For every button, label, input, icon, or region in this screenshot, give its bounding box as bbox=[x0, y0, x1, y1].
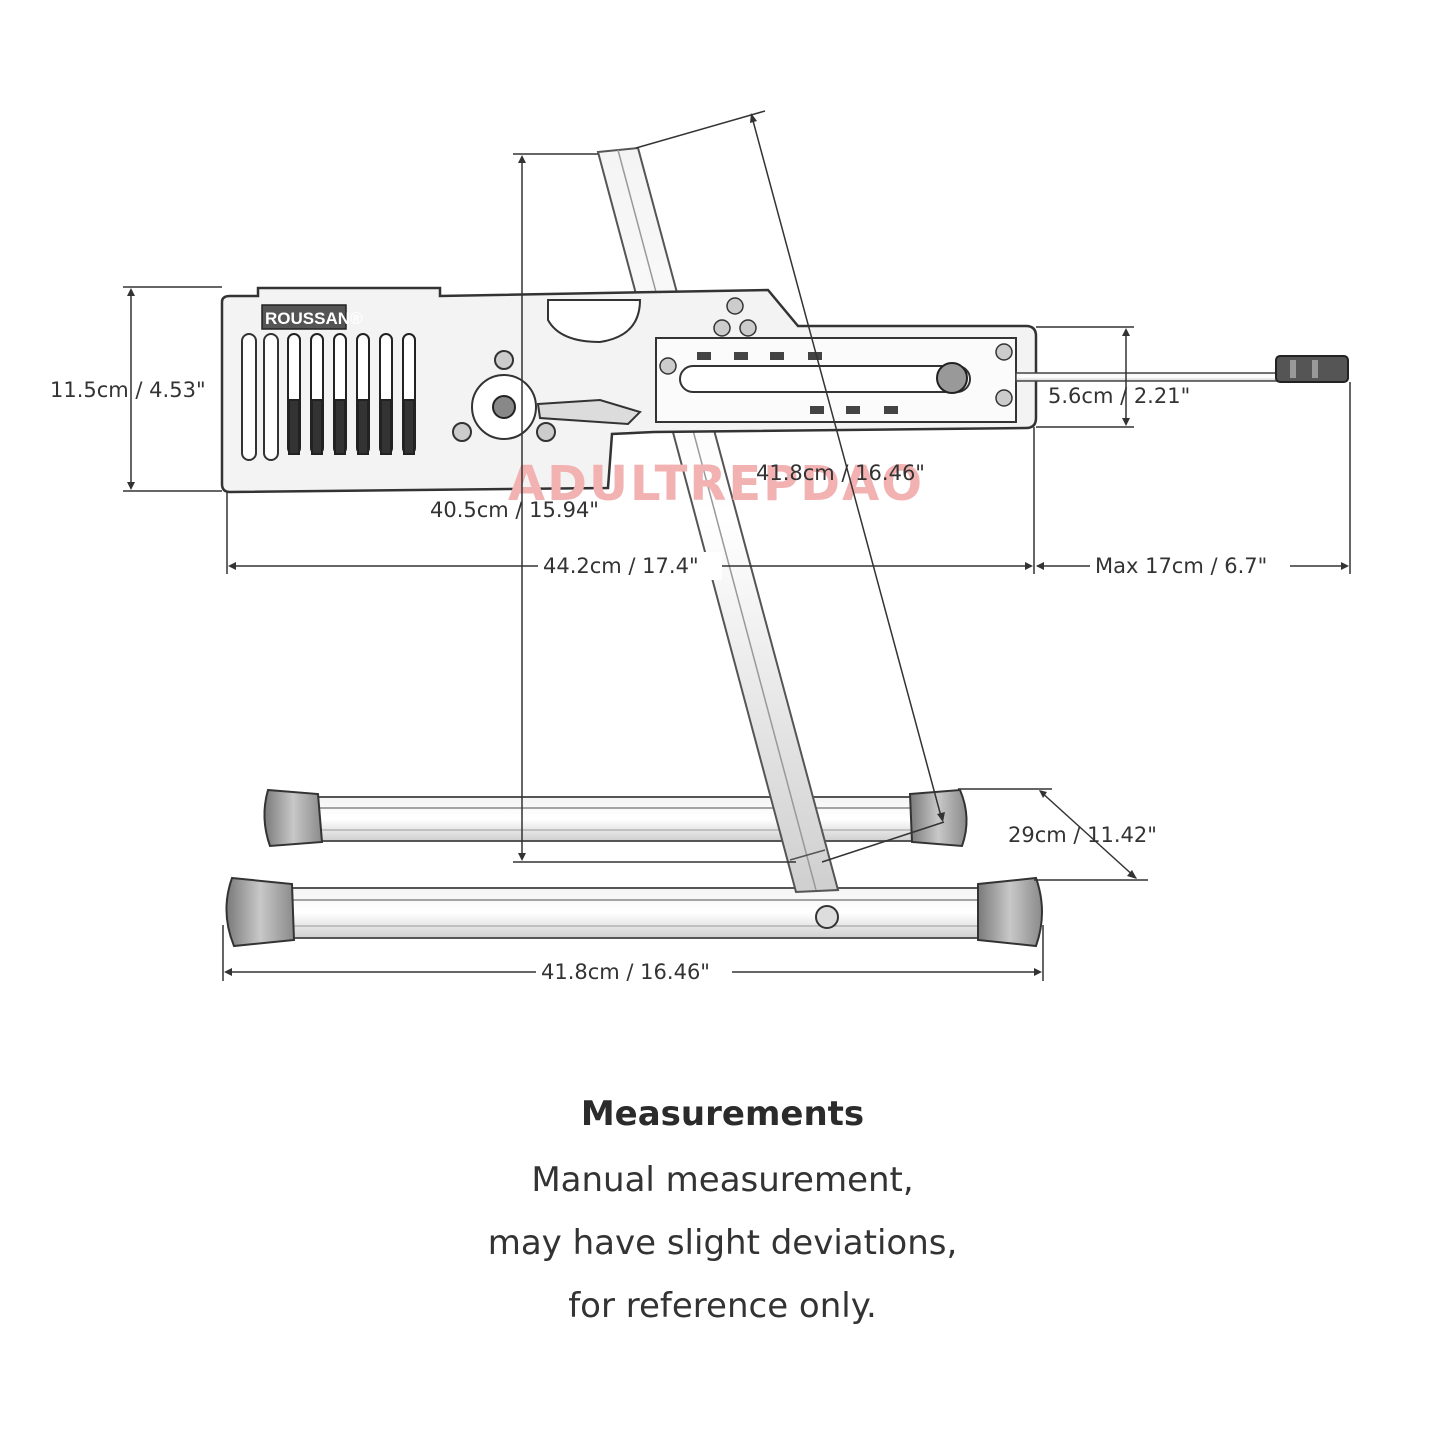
dim-label-body-length: 44.2cm / 17.4" bbox=[543, 554, 699, 578]
caption-title: Measurements bbox=[580, 1094, 865, 1134]
base-front-bar bbox=[225, 876, 1043, 948]
base-back-bar bbox=[263, 788, 968, 848]
dim-label-vertical: 40.5cm / 15.94" bbox=[430, 498, 599, 522]
dim-label-stroke: Max 17cm / 6.7" bbox=[1095, 554, 1267, 578]
dim-label-diagonal: 41.8cm / 16.46" bbox=[756, 461, 925, 485]
speed-rods bbox=[287, 333, 416, 455]
dim-label-base-width: 41.8cm / 16.46" bbox=[541, 960, 710, 984]
caption-line-3: for reference only. bbox=[568, 1286, 877, 1326]
foot-cap-front-left bbox=[225, 876, 296, 948]
foot-cap-front-right bbox=[977, 876, 1043, 948]
machine-body: ROUSSAN® bbox=[220, 286, 1038, 494]
dim-label-base-depth: 29cm / 11.42" bbox=[1008, 823, 1157, 847]
brand-logo: ROUSSAN® bbox=[265, 309, 363, 328]
foot-cap-back-left bbox=[263, 788, 324, 848]
caption-line-2: may have slight deviations, bbox=[487, 1223, 958, 1263]
dimension-arrowheads bbox=[127, 113, 1349, 976]
base-bolt-icon bbox=[815, 905, 839, 929]
foot-cap-back-right bbox=[908, 788, 968, 848]
support-pole bbox=[596, 146, 840, 894]
watermark: ADULTREPDAO bbox=[508, 456, 924, 512]
dim-label-head-height: 5.6cm / 2.21" bbox=[1048, 384, 1190, 408]
thrust-rod bbox=[1015, 355, 1349, 383]
caption-line-1: Manual measurement, bbox=[531, 1160, 914, 1200]
dim-label-height: 11.5cm / 4.53" bbox=[50, 378, 206, 402]
